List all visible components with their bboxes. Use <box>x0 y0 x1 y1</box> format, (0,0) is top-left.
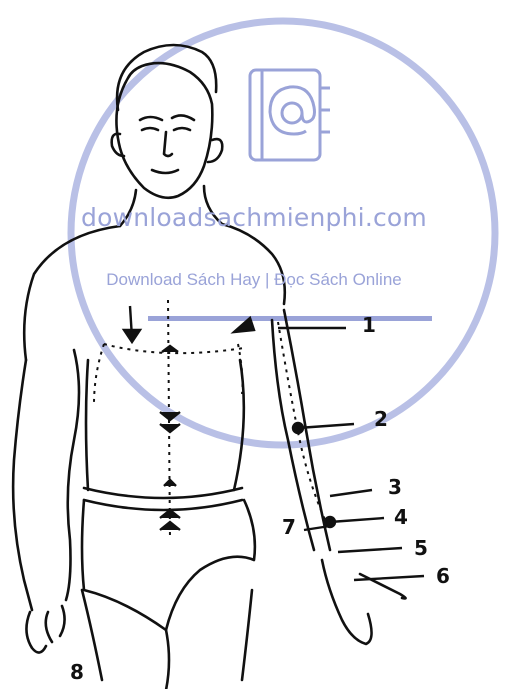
contact-book-at-icon <box>250 70 330 160</box>
label-point-1: 1 <box>362 315 376 335</box>
label-point-5: 5 <box>414 538 428 558</box>
watermark-band <box>148 316 432 321</box>
watermark-tagline: Download Sách Hay | Đọc Sách Online <box>0 270 508 290</box>
label-point-7: 7 <box>282 517 296 537</box>
label-point-4: 4 <box>394 507 408 527</box>
leader-lines <box>278 328 424 580</box>
watermark-seal <box>71 21 495 445</box>
label-point-6: 6 <box>436 566 450 586</box>
watermark-site-text: downloadsachmienphi.com <box>0 203 508 232</box>
human-figure <box>13 45 405 689</box>
label-point-2: 2 <box>374 409 388 429</box>
label-point-8: 8 <box>70 662 84 682</box>
label-point-3: 3 <box>388 477 402 497</box>
